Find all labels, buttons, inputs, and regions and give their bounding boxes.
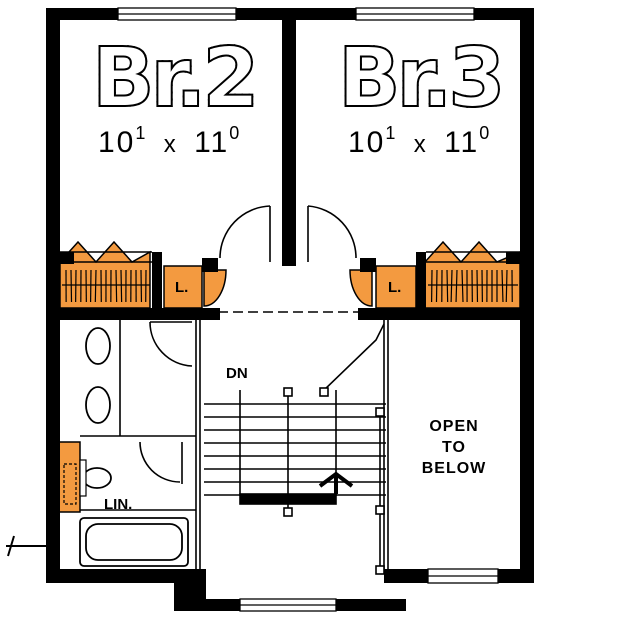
open-line-3: BELOW bbox=[400, 458, 508, 479]
bedroom3-dim-2-sup: 0 bbox=[479, 123, 491, 143]
bedroom3-dimensions: 101 x 110 bbox=[348, 128, 491, 158]
bedroom2-dim-2-sup: 0 bbox=[229, 123, 241, 143]
linen-label-left: L. bbox=[175, 280, 188, 295]
bedroom2-dim-x: x bbox=[164, 131, 178, 158]
bedroom3-dim-2: 11 bbox=[444, 126, 479, 159]
bedroom3-dim-1-sup: 1 bbox=[385, 123, 397, 143]
linen-closet-fill bbox=[58, 442, 80, 512]
linen-label-right: L. bbox=[388, 280, 401, 295]
bedroom2-dim-1-sup: 1 bbox=[135, 123, 147, 143]
bedroom2-dimensions: 101 x 110 bbox=[98, 128, 241, 158]
bedroom3-name: Br.3 bbox=[338, 38, 501, 120]
door-swing-fill-right bbox=[350, 270, 372, 306]
sink-upper bbox=[86, 328, 110, 364]
linen-closet-label: LIN. bbox=[104, 497, 132, 512]
open-line-2: TO bbox=[400, 437, 508, 458]
exterior-stub bbox=[6, 536, 46, 556]
open-to-below-label: OPEN TO BELOW bbox=[400, 416, 508, 479]
bath-fixtures bbox=[80, 328, 188, 566]
stair-down-label: DN bbox=[226, 366, 248, 381]
staircase bbox=[204, 388, 386, 574]
bedroom2-dim-1: 10 bbox=[98, 126, 135, 159]
bedroom3-dim-x: x bbox=[414, 131, 428, 158]
door-swing-fill-left bbox=[204, 270, 226, 306]
bedroom2-name: Br.2 bbox=[92, 38, 255, 120]
sink-lower bbox=[86, 387, 110, 423]
bedroom2-dim-2: 11 bbox=[194, 126, 229, 159]
toilet bbox=[83, 468, 111, 488]
bedroom3-dim-1: 10 bbox=[348, 126, 385, 159]
open-line-1: OPEN bbox=[400, 416, 508, 437]
